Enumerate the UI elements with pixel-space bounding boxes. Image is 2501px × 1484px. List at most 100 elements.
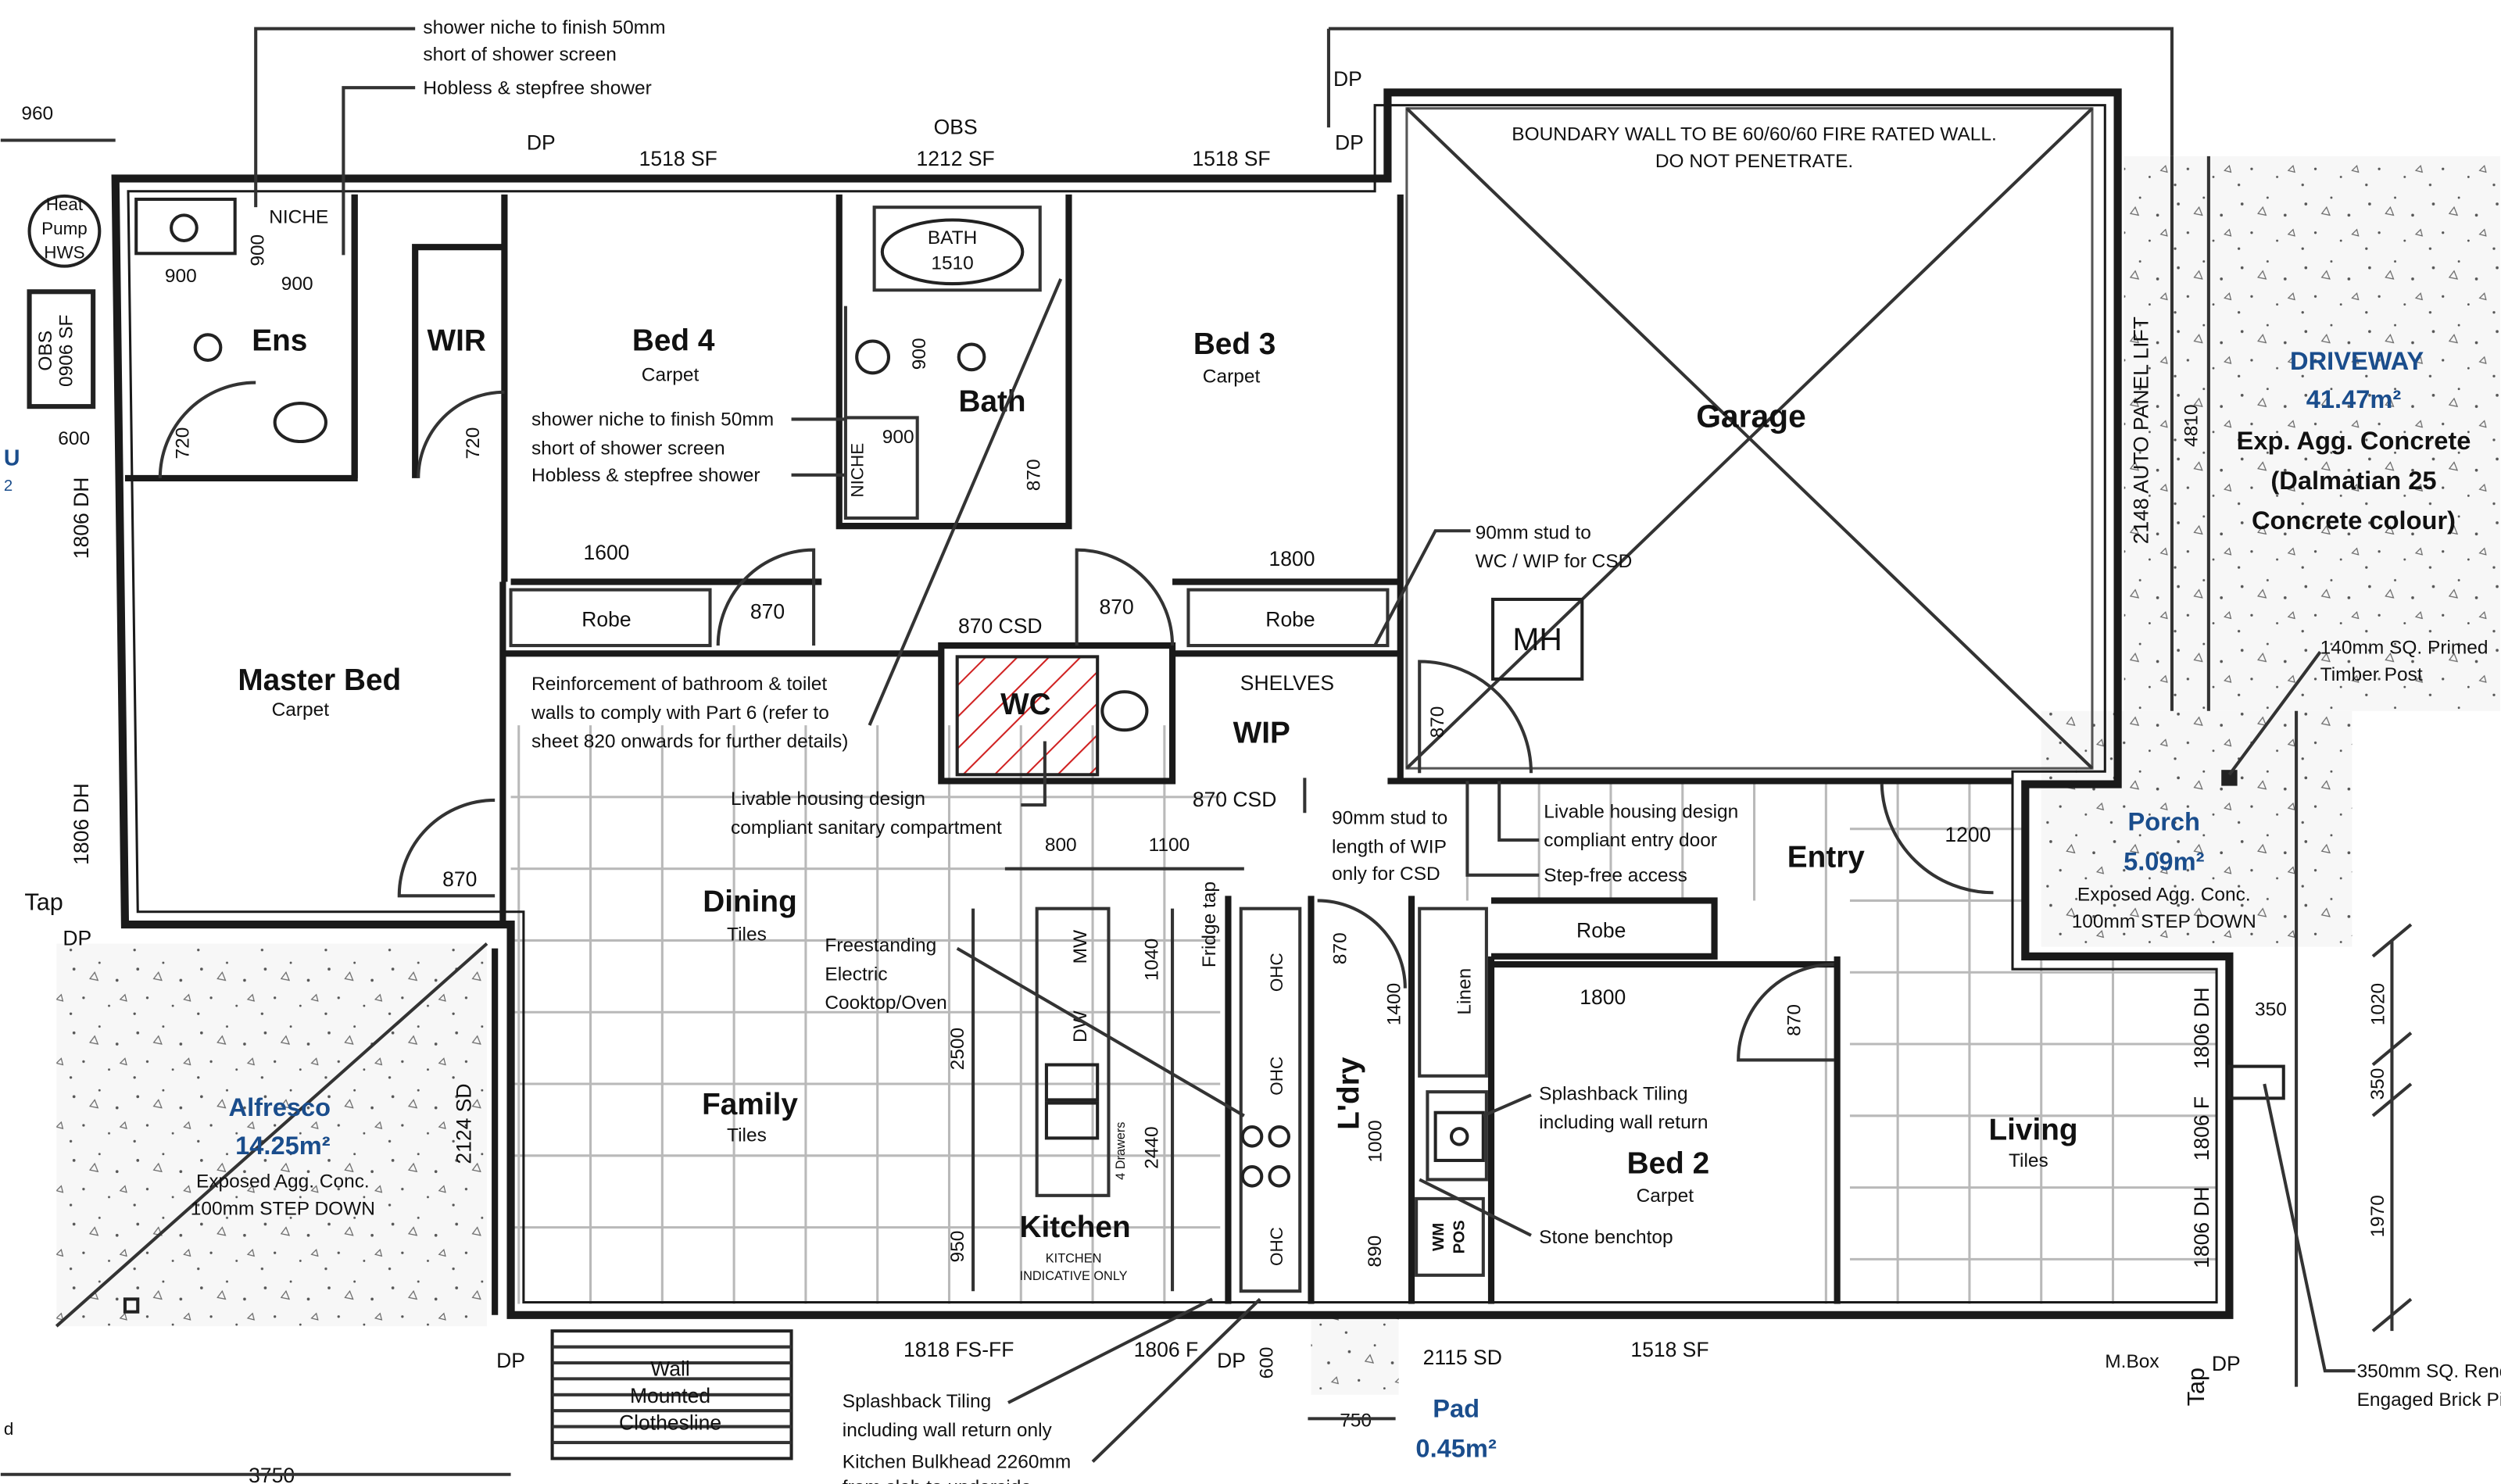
note-stud-wip-2: length of WIP — [1332, 836, 1447, 857]
room-bed2: Bed 2 — [1627, 1146, 1710, 1180]
dim-870-bed2: 870 — [1784, 1004, 1805, 1036]
annotation-leaders — [254, 27, 2356, 1463]
dim-870-bath: 870 — [1024, 459, 1045, 491]
dim-1040: 1040 — [1142, 939, 1163, 981]
drawers-label: 4 Drawers — [1114, 1122, 1128, 1180]
note-step-free: Step-free access — [1544, 865, 1687, 886]
dim-1100: 1100 — [1149, 835, 1190, 856]
bath-tub-size: 1510 — [931, 253, 973, 274]
note-shower-top-2: short of shower screen — [423, 45, 617, 66]
niche-bath: NICHE — [847, 443, 867, 498]
dim-600: 600 — [58, 428, 90, 449]
note-shower-top-3: Hobless & stepfree shower — [423, 77, 651, 98]
alfresco-title: Alfresco — [229, 1092, 331, 1121]
dim-870-csd-wip: 870 CSD — [1193, 788, 1277, 811]
dim-750: 750 — [1340, 1411, 1372, 1432]
note-post-2: Timber Post — [2320, 664, 2423, 685]
dp-3: DP — [1335, 131, 1364, 155]
room-kitchen: Kitchen — [1020, 1210, 1131, 1244]
dimension-lines — [0, 156, 2413, 1476]
room-dining: Dining — [703, 885, 797, 919]
wm-pos-label-2: POS — [1451, 1220, 1468, 1253]
dim-1200: 1200 — [1945, 823, 1991, 846]
dim-900-ens: 900 — [165, 266, 197, 287]
porch-material: Exposed Agg. Conc. — [2077, 884, 2251, 905]
alfresco-area-value: 14.25m² — [235, 1131, 331, 1160]
window-1806dh-d: 1806 DH — [2190, 1186, 2213, 1268]
window-1806dh-a: 1806 DH — [70, 477, 93, 560]
window-1806dh-c: 1806 DH — [2190, 987, 2213, 1069]
note-stud-wc-1: 90mm stud to — [1476, 522, 1591, 543]
dim-2440: 2440 — [1142, 1126, 1163, 1168]
note-cooktop-1: Freestanding — [825, 935, 936, 957]
pad-area — [1311, 1314, 1399, 1395]
note-shower-mid-2: short of shower screen — [531, 438, 725, 459]
dim-1400: 1400 — [1384, 983, 1405, 1025]
note-splashback-kit-1: Splashback Tiling — [843, 1391, 991, 1412]
external-walls — [0, 27, 2299, 1387]
alfresco-step: 100mm STEP DOWN — [191, 1198, 375, 1219]
pad-area-value: 0.45m² — [1415, 1433, 1497, 1462]
note-stone-bench: Stone benchtop — [1539, 1227, 1673, 1248]
note-stud-wip-1: 90mm stud to — [1332, 808, 1447, 829]
heat-pump-line3: HWS — [44, 242, 84, 262]
driveway-material-2: (Dalmatian 25 — [2270, 466, 2436, 495]
note-brick-2: Engaged Brick Pier — [2357, 1389, 2501, 1411]
room-ldry: L'dry — [1333, 1057, 1366, 1130]
dp-6: DP — [1217, 1349, 1246, 1372]
robe-bed2: Robe — [1576, 918, 1626, 942]
driveway-area — [2124, 156, 2501, 711]
room-master-bed-floor: Carpet — [272, 699, 330, 721]
room-garage: Garage — [1696, 399, 1806, 434]
window-obs-ens: OBS — [35, 331, 56, 371]
driveway-area-value: 41.47m² — [2306, 384, 2402, 413]
window-1806dh-b: 1806 DH — [70, 783, 93, 865]
dim-870-bed3: 870 — [1100, 595, 1134, 618]
note-shower-mid-1: shower niche to finish 50mm — [531, 409, 774, 431]
tile-grid-living — [510, 725, 2217, 1304]
bath-tub-label: BATH — [928, 227, 977, 249]
dp-2: DP — [1333, 67, 1362, 91]
room-bed4: Bed 4 — [632, 324, 715, 358]
window-0906: 0906 SF — [56, 314, 77, 387]
wm-pos-label-1: WM — [1430, 1223, 1447, 1251]
note-shower-top-1: shower niche to finish 50mm — [423, 17, 665, 38]
dim-900-shower-b: 900 — [247, 234, 268, 266]
dim-870-csd-wc: 870 CSD — [958, 614, 1043, 638]
room-wc: WC — [1000, 688, 1051, 721]
dim-1000: 1000 — [1365, 1120, 1386, 1162]
clothesline-3: Clothesline — [619, 1411, 721, 1435]
robe-bed3: Robe — [1265, 608, 1315, 631]
room-bed3: Bed 3 — [1193, 327, 1276, 361]
note-splashback-ldry-1: Splashback Tiling — [1539, 1083, 1687, 1104]
note-fridge-tap: Fridge tap — [1199, 881, 1220, 967]
note-boundary-1: BOUNDARY WALL TO BE 60/60/60 FIRE RATED … — [1512, 123, 1997, 145]
alfresco-material: Exposed Agg. Conc. — [196, 1171, 370, 1193]
dim-1600: 1600 — [583, 541, 629, 564]
dim-870-ldry: 870 — [1329, 932, 1351, 964]
window-1212: 1212 SF — [917, 147, 995, 170]
kitchen-indicative-2: INDICATIVE ONLY — [1020, 1269, 1128, 1283]
note-auto-panel: 2148 AUTO PANEL LIFT — [2129, 316, 2152, 544]
dim-350-b: 350 — [2367, 1068, 2388, 1100]
dim-350-a: 350 — [2255, 999, 2287, 1020]
room-bed4-floor: Carpet — [642, 364, 699, 385]
dim-4810: 4810 — [2181, 404, 2202, 446]
ohc-label-3: OHC — [1267, 1227, 1286, 1266]
window-1518-c: 1518 SF — [1630, 1338, 1708, 1361]
note-reinforcement-2: walls to comply with Part 6 (refer to — [531, 703, 829, 724]
dp-4: DP — [63, 927, 91, 950]
dim-960: 960 — [21, 103, 53, 124]
room-master-bed: Master Bed — [238, 663, 401, 697]
dim-2500: 2500 — [947, 1028, 968, 1070]
room-family: Family — [702, 1088, 798, 1121]
dim-1970: 1970 — [2367, 1195, 2388, 1237]
window-1806f-r: 1806 F — [2190, 1096, 2213, 1161]
note-brick-1: 350mm SQ. Rendered — [2357, 1361, 2501, 1382]
note-splashback-kit-2: including wall return only — [843, 1420, 1053, 1441]
driveway-material-3: Concrete colour) — [2252, 506, 2456, 535]
room-ens: Ens — [252, 324, 307, 358]
niche-ens: NICHE — [269, 207, 328, 228]
note-reinforcement-3: sheet 820 onwards for further details) — [531, 731, 848, 753]
window-1818: 1818 FS-FF — [903, 1338, 1014, 1361]
